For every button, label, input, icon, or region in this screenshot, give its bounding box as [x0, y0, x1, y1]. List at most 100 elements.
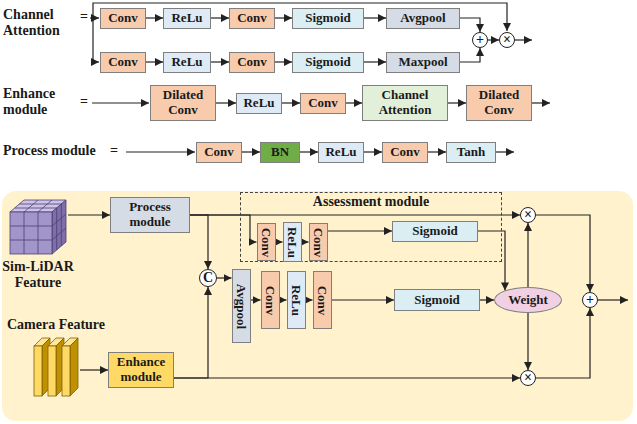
connector-arrow [460, 48, 480, 62]
sigmoid-box: Sigmoid [392, 221, 478, 242]
connector-arrow [276, 241, 283, 242]
input-wire [126, 151, 195, 152]
weight-ellipse: Weight [494, 287, 562, 313]
label-text: = [80, 9, 88, 25]
node-text: Conv [308, 96, 338, 111]
conv-box: Conv [257, 223, 276, 261]
node-text: Weight [508, 293, 548, 308]
connector-arrow [146, 17, 163, 18]
node-text: C [203, 271, 213, 285]
node-text: Conv [237, 55, 267, 70]
connector-arrow [275, 61, 292, 62]
relu-box: ReLu [163, 8, 211, 29]
conv-box: Conv [382, 142, 428, 163]
node-text: ReLu [171, 55, 202, 70]
node-text: Maxpool [398, 55, 447, 70]
node-text: × [503, 33, 511, 47]
input-wire [90, 17, 99, 18]
connector-arrow [536, 215, 590, 292]
conv-box: Conv [261, 271, 280, 329]
node-text: × [524, 371, 532, 385]
pool-box: Avgpool [386, 8, 460, 29]
relu-box: ReLu [283, 222, 302, 262]
connector-arrow [174, 377, 520, 378]
row-title: Process module [3, 143, 96, 159]
connector-arrow [190, 215, 257, 242]
operator-circle: × [520, 207, 536, 223]
assessment-group: Assessment moduleConv ReLu Conv Sigmoid [240, 192, 502, 262]
operator-circle: × [520, 370, 536, 386]
relu-box: ReLu [318, 142, 364, 163]
connector-arrow [364, 61, 386, 62]
connector-arrow [364, 151, 382, 152]
node-text: Sigmoid [412, 224, 458, 239]
label-text: Enhance module [3, 86, 79, 118]
node-text: Conv [315, 285, 330, 315]
enhance-box: Enhance module [108, 352, 174, 388]
node-text: Conv [390, 145, 420, 160]
conv-box: Conv [313, 271, 332, 329]
node-text: Process module [114, 200, 186, 230]
node-text: Conv [263, 285, 278, 315]
node-text: Conv [108, 55, 138, 70]
bypass-wire [93, 3, 507, 31]
tanh-box: Tanh [446, 142, 496, 163]
connector-arrow [527, 313, 528, 370]
row-title: Channel Attention [3, 7, 81, 39]
equals-sign: = [80, 94, 88, 110]
node-text: Avgpool [400, 11, 445, 26]
conv-box: Conv [309, 223, 328, 261]
node-text: Conv [311, 227, 326, 257]
node-text: ReLu [171, 11, 202, 26]
camera-feature-maps [34, 338, 78, 396]
connector-arrow [174, 287, 208, 378]
panel-ground [2, 191, 633, 421]
row-title: Enhance module [3, 86, 79, 118]
connector-arrow [146, 61, 163, 62]
connector-arrow [527, 223, 528, 287]
node-text: Conv [237, 11, 267, 26]
relu-box: ReLu [163, 52, 211, 73]
connector-arrow [536, 308, 590, 378]
lidar-cube [10, 200, 66, 254]
conv-box: Conv [229, 8, 275, 29]
label-text: = [80, 94, 88, 110]
node-text: Conv [204, 145, 234, 160]
node-text: BN [271, 145, 289, 160]
node-text: + [586, 293, 594, 307]
equals-sign: = [110, 143, 118, 159]
sigmoid-box: Sigmoid [292, 52, 364, 73]
node-text: ReLu [243, 96, 274, 111]
connector-arrow [460, 18, 480, 32]
conv-box: Conv [229, 52, 275, 73]
label-text: = [110, 143, 118, 159]
connector-arrow [448, 102, 466, 103]
node-text: Enhance module [112, 355, 170, 385]
attention-box: Channel Attention [362, 85, 448, 121]
operator-circle: + [582, 292, 598, 308]
equals-sign: = [80, 9, 88, 25]
node-text: ReLu [289, 284, 304, 315]
input-wire [92, 102, 149, 103]
operator-circle: + [472, 32, 488, 48]
node-text: ReLu [285, 226, 300, 257]
camera-feature: Camera Feature [32, 336, 80, 398]
connector-arrow [211, 17, 229, 18]
operator-circle: × [499, 32, 515, 48]
label-text: Channel Attention [3, 7, 81, 39]
label-text: Process module [3, 143, 96, 159]
node-text: Assessment module [313, 194, 429, 209]
operator-circle: C [199, 269, 217, 287]
node-text: Conv [259, 227, 274, 257]
connector-arrow [364, 17, 386, 18]
node-text: + [476, 33, 484, 47]
sigmoid-box: Sigmoid [292, 8, 364, 29]
connector-arrow [302, 241, 309, 242]
connector-arrow [211, 61, 229, 62]
relu-box: ReLu [287, 271, 306, 329]
sigmoid-box: Sigmoid [394, 289, 480, 311]
output-wire [496, 151, 514, 152]
dilated-conv-box: Dilated Conv [466, 85, 532, 121]
relu-box: ReLu [236, 93, 282, 114]
output-wire [532, 102, 550, 103]
